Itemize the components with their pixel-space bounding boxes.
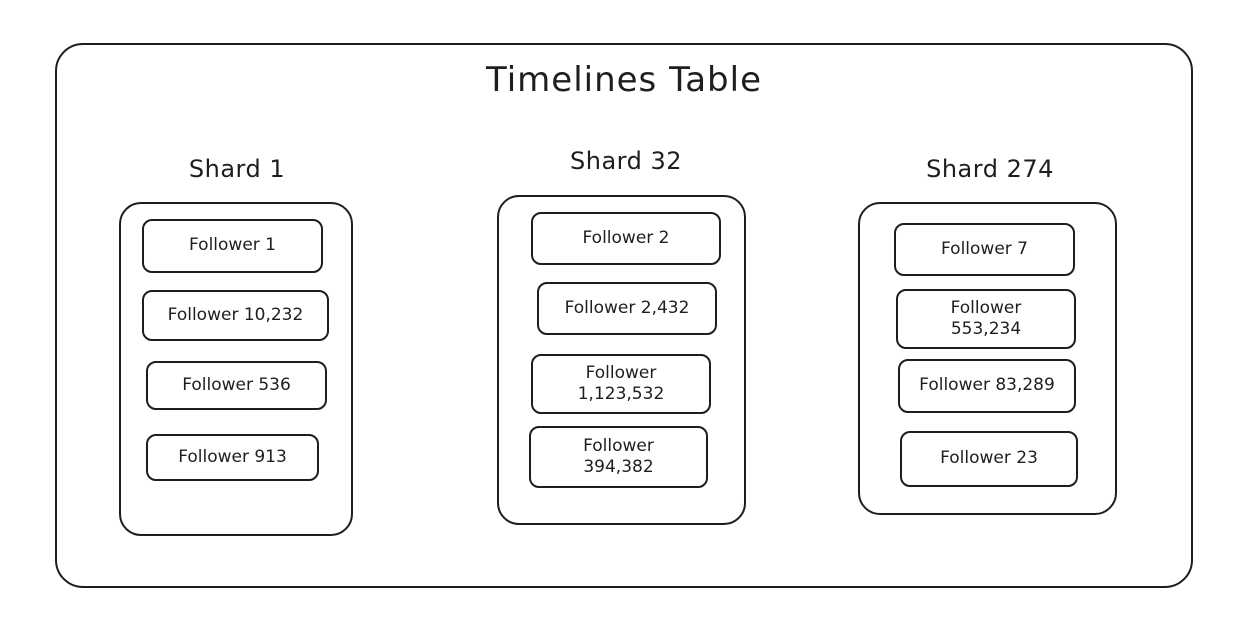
follower-box: Follower 1,123,532 [531, 354, 711, 414]
shard-label-1: Shard 1 [188, 155, 286, 183]
follower-box: Follower 394,382 [529, 426, 708, 488]
follower-box: Follower 7 [894, 223, 1075, 276]
follower-box: Follower 2,432 [537, 282, 717, 335]
diagram-title: Timelines Table [485, 60, 762, 100]
shard-1: Follower 1 Follower 10,232 Follower 536 … [119, 202, 353, 536]
timelines-table-container [55, 43, 1193, 588]
follower-box: Follower 23 [900, 431, 1078, 487]
shard-label-32: Shard 32 [570, 147, 682, 175]
shard-274: Follower 7 Follower 553,234 Follower 83,… [858, 202, 1117, 515]
follower-box: Follower 913 [146, 434, 319, 481]
shard-label-274: Shard 274 [926, 155, 1054, 183]
follower-box: Follower 536 [146, 361, 327, 410]
follower-box: Follower 83,289 [898, 359, 1076, 413]
shard-32: Follower 2 Follower 2,432 Follower 1,123… [497, 195, 746, 525]
follower-box: Follower 2 [531, 212, 721, 265]
follower-box: Follower 1 [142, 219, 323, 273]
follower-box: Follower 553,234 [896, 289, 1076, 349]
follower-box: Follower 10,232 [142, 290, 329, 341]
